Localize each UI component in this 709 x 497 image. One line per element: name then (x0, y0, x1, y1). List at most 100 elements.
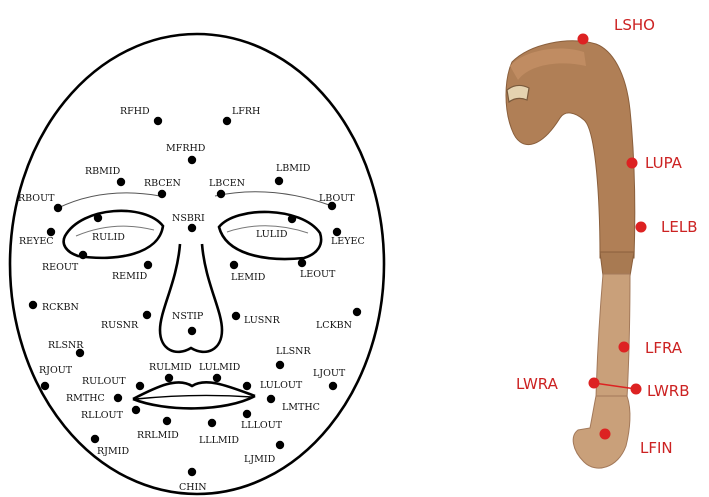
marker-label: LFRH (232, 106, 260, 117)
marker-dot (276, 361, 284, 369)
marker-dot (136, 382, 144, 390)
face-marker-rjmid: RJMID (91, 435, 130, 457)
face-marker-lckbn: LCKBN (316, 308, 361, 331)
marker-label: LUPA (645, 154, 683, 172)
marker-dot (223, 117, 231, 125)
marker-label: LEMID (231, 272, 266, 283)
marker-dot (41, 382, 49, 390)
marker-dot (353, 308, 361, 316)
marker-label: RBOUT (18, 193, 55, 204)
arm-marker-lelb: LELB (636, 218, 698, 236)
marker-label: NSBRI (172, 213, 205, 224)
marker-label: RULOUT (82, 376, 126, 387)
marker-label: LJMID (244, 454, 276, 465)
marker-label: RLSNR (48, 340, 84, 351)
marker-dot (243, 382, 251, 390)
face-marker-lbcen: LBCEN (209, 178, 245, 198)
left-brow-line (215, 192, 332, 206)
face-marker-rjout: RJOUT (39, 365, 73, 390)
arm-panel: LSHOLUPALELBLFRALWRALWRBLFIN (506, 16, 697, 468)
marker-dot (79, 251, 87, 259)
marker-label: RUSNR (101, 320, 139, 331)
marker-label: RCKBN (42, 302, 79, 313)
arm-marker-lwra: LWRA (516, 375, 600, 393)
marker-dot (589, 378, 600, 389)
marker-label: LBOUT (319, 193, 355, 204)
marker-dot (47, 228, 55, 236)
face-marker-lusnr: LUSNR (232, 312, 281, 326)
face-marker-rbcen: RBCEN (144, 178, 181, 198)
face-marker-rmthc: RMTHC (66, 393, 122, 404)
marker-dot (213, 374, 221, 382)
marker-label: LJOUT (313, 368, 346, 379)
face-marker-lmthc: LMTHC (267, 395, 320, 413)
forearm (596, 274, 630, 398)
marker-dot (114, 394, 122, 402)
marker-dot (230, 261, 238, 269)
face-marker-rusnr: RUSNR (101, 311, 151, 331)
arm-marker-lupa: LUPA (627, 154, 683, 172)
marker-dot (188, 156, 196, 164)
marker-label: LWRA (516, 375, 559, 393)
marker-label: CHIN (179, 482, 207, 493)
face-marker-reyec: REYEC (19, 228, 55, 247)
marker-dot (158, 190, 166, 198)
marker-label: LULID (256, 229, 288, 240)
marker-label: LLLMID (199, 435, 239, 446)
face-marker-rbout: RBOUT (18, 193, 62, 212)
face-marker-llsnr: LLSNR (276, 346, 312, 369)
marker-label: LFRA (645, 339, 683, 357)
marker-dot (91, 435, 99, 443)
arm-marker-lwrb: LWRB (631, 382, 690, 400)
face-marker-lfrh: LFRH (223, 106, 261, 125)
marker-label: LBMID (276, 163, 311, 174)
upper-arm (506, 41, 635, 258)
marker-dot (636, 222, 647, 233)
face-marker-rbmid: RBMID (85, 166, 125, 186)
face-marker-lulid: LULID (256, 215, 296, 240)
nose-outline (160, 244, 222, 352)
face-marker-rulid: RULID (92, 214, 125, 243)
marker-label: LLSNR (276, 346, 311, 357)
face-marker-lllout: LLLOUT (241, 410, 283, 431)
face-marker-nstip: NSTIP (172, 311, 204, 335)
face-marker-ljout: LJOUT (313, 368, 346, 390)
face-marker-rulmid: RULMID (149, 362, 192, 382)
face-marker-lemid: LEMID (230, 261, 266, 283)
marker-label: LCKBN (316, 320, 352, 331)
marker-label: RLLOUT (81, 410, 124, 421)
marker-label: LSHO (614, 16, 655, 34)
marker-label: RMTHC (66, 393, 105, 404)
marker-dot (208, 419, 216, 427)
marker-dot (163, 417, 171, 425)
marker-label: RULID (92, 232, 125, 243)
face-marker-lbout: LBOUT (319, 193, 355, 210)
face-marker-mfrhd: MFRHD (166, 143, 206, 164)
marker-dot (333, 228, 341, 236)
right-brow-line (58, 193, 160, 208)
marker-label: RBCEN (144, 178, 181, 189)
marker-label: REMID (112, 271, 148, 282)
face-panel: RFHD LFRH MFRHD RBMID LBMID RBCEN LBCEN RBOUT LB… (10, 34, 384, 494)
marker-label: LEYEC (331, 236, 365, 247)
face-marker-rrlmid: RRLMID (137, 417, 179, 441)
face-marker-rfhd: RFHD (120, 106, 162, 125)
marker-dot (54, 204, 62, 212)
marker-dot (627, 158, 638, 169)
marker-label: LEOUT (300, 269, 336, 280)
marker-label: LUSNR (244, 315, 281, 326)
marker-dot (619, 342, 630, 353)
elbow-joint (600, 252, 634, 276)
marker-dot (188, 327, 196, 335)
marker-label: REOUT (42, 262, 79, 273)
marker-dot (298, 259, 306, 267)
face-marker-lllmid: LLLMID (199, 419, 239, 446)
marker-label: RFHD (120, 106, 150, 117)
marker-dot (154, 117, 162, 125)
marker-dot (288, 215, 296, 223)
face-marker-lbmid: LBMID (275, 163, 311, 185)
marker-dot (188, 224, 196, 232)
face-marker-rulout: RULOUT (82, 376, 144, 390)
marker-label: LWRB (647, 382, 690, 400)
face-marker-leyec: LEYEC (331, 228, 365, 247)
